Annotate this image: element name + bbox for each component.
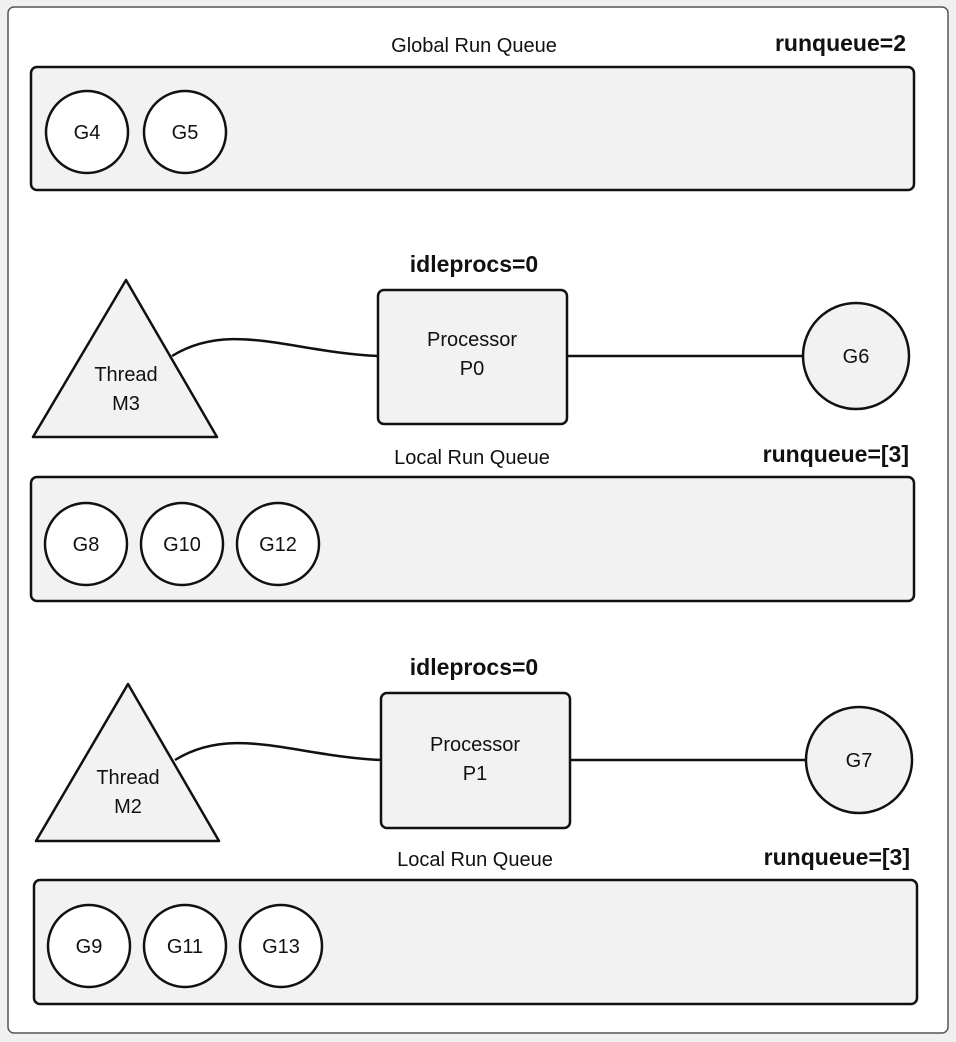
processor-section-p1: idleprocs=0 Thread M2 Processor P1 G7 Lo… xyxy=(32,654,919,1006)
svg-text:G8: G8 xyxy=(73,534,100,556)
svg-text:M2: M2 xyxy=(114,796,142,818)
svg-text:Processor: Processor xyxy=(430,734,520,756)
processor-p1: Processor P1 xyxy=(379,691,572,830)
goroutine-g8: G8 xyxy=(43,501,129,587)
svg-text:G12: G12 xyxy=(259,534,297,556)
idleprocs-label: idleprocs=0 xyxy=(410,251,538,277)
global-queue-count: runqueue=2 xyxy=(775,30,906,56)
svg-text:G13: G13 xyxy=(262,936,300,958)
svg-text:G4: G4 xyxy=(74,122,101,144)
svg-text:P1: P1 xyxy=(463,763,487,785)
svg-text:G7: G7 xyxy=(846,750,873,772)
goroutine-g4: G4 xyxy=(44,89,130,175)
global-run-queue: Global Run Queue runqueue=2 G4 G5 xyxy=(29,30,916,192)
goroutine-g10: G10 xyxy=(139,501,225,587)
local-queue-title: Local Run Queue xyxy=(397,849,553,871)
global-queue-title: Global Run Queue xyxy=(391,35,557,57)
thread-m2: Thread M2 xyxy=(34,682,221,843)
goroutine-g13: G13 xyxy=(238,903,324,989)
svg-text:G6: G6 xyxy=(843,346,870,368)
global-queue-box xyxy=(29,65,916,192)
svg-text:Thread: Thread xyxy=(96,767,159,789)
idleprocs-label: idleprocs=0 xyxy=(410,654,538,680)
processor-section-p0: idleprocs=0 Thread M3 Processor P0 G6 Lo… xyxy=(29,251,916,603)
processor-p0: Processor P0 xyxy=(376,288,569,426)
goroutine-g11: G11 xyxy=(142,903,228,989)
goroutine-g12: G12 xyxy=(235,501,321,587)
local-queue-count: runqueue=[3] xyxy=(763,441,909,467)
svg-text:G5: G5 xyxy=(172,122,199,144)
svg-text:Thread: Thread xyxy=(94,364,157,386)
local-queue-count: runqueue=[3] xyxy=(764,844,910,870)
thread-processor-link xyxy=(171,337,379,358)
goroutine-g5: G5 xyxy=(142,89,228,175)
local-queue-title: Local Run Queue xyxy=(394,447,550,469)
running-goroutine-g7: G7 xyxy=(804,705,914,815)
svg-text:G11: G11 xyxy=(167,936,203,958)
thread-m3: Thread M3 xyxy=(31,278,219,439)
svg-text:P0: P0 xyxy=(460,358,484,380)
svg-text:G10: G10 xyxy=(163,534,201,556)
running-goroutine-g6: G6 xyxy=(801,301,911,411)
svg-text:G9: G9 xyxy=(76,936,103,958)
svg-text:Processor: Processor xyxy=(427,329,517,351)
svg-text:M3: M3 xyxy=(112,393,140,415)
thread-processor-link xyxy=(174,741,382,762)
goroutine-g9: G9 xyxy=(46,903,132,989)
